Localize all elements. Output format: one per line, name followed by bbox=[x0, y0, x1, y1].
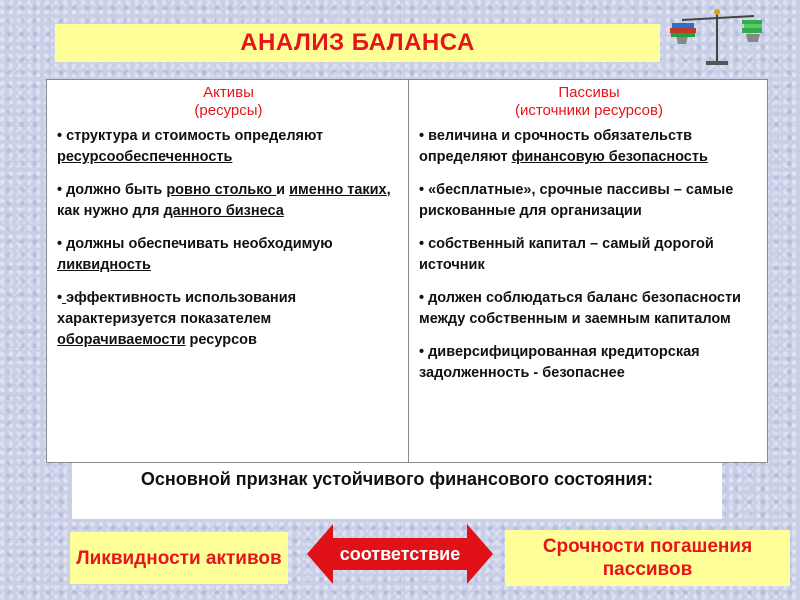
page-title: АНАЛИЗ БАЛАНСА bbox=[240, 29, 475, 56]
underlined-term: ресурсообеспеченность bbox=[57, 149, 233, 165]
underlined-term: ликвидность bbox=[57, 257, 151, 273]
list-item: • должно быть ровно столько и именно так… bbox=[57, 182, 391, 219]
assets-heading: Активы (ресурсы) bbox=[57, 84, 400, 120]
liabilities-column: Пассивы (источники ресурсов) • величина … bbox=[409, 80, 767, 462]
liabilities-subtitle: (источники ресурсов) bbox=[514, 102, 663, 119]
underlined-term bbox=[62, 290, 66, 306]
balance-table: Активы (ресурсы) • структура и стоимость… bbox=[46, 79, 768, 463]
assets-subtitle: (ресурсы) bbox=[194, 102, 263, 119]
title-banner: АНАЛИЗ БАЛАНСА bbox=[55, 24, 660, 62]
double-arrow-icon bbox=[307, 524, 493, 584]
liability-maturity-box: Срочности погашения пассивов bbox=[505, 530, 790, 586]
assets-list: • структура и стоимость определяют ресур… bbox=[57, 126, 400, 351]
scales-icon bbox=[670, 9, 762, 65]
liabilities-heading: Пассивы (источники ресурсов) bbox=[419, 84, 759, 120]
asset-liquidity-label: Ликвидности активов bbox=[76, 547, 282, 569]
underlined-term: финансовую безопасность bbox=[511, 149, 708, 165]
underlined-term: данного бизнеса bbox=[163, 203, 284, 219]
liabilities-title: Пассивы bbox=[558, 84, 620, 101]
list-item: • «бесплатные», срочные пассивы – самые … bbox=[419, 182, 734, 219]
list-item: • эффективность использования характериз… bbox=[57, 290, 297, 348]
list-item: • должен соблюдаться баланс безопасности… bbox=[419, 290, 741, 327]
liability-maturity-label: Срочности погашения пассивов bbox=[542, 536, 753, 580]
main-criterion-text: Основной признак устойчивого финансового… bbox=[72, 463, 722, 519]
assets-column: Активы (ресурсы) • структура и стоимость… bbox=[47, 80, 409, 462]
asset-liquidity-box: Ликвидности активов bbox=[70, 532, 288, 584]
list-item: • диверсифицированная кредиторская задол… bbox=[419, 344, 700, 381]
underlined-term: оборачиваемости bbox=[57, 332, 186, 348]
list-item: • собственный капитал – самый дорогой ис… bbox=[419, 236, 714, 273]
list-item: • должны обеспечивать необходимую ликвид… bbox=[57, 236, 333, 273]
list-item: • величина и срочность обязательств опре… bbox=[419, 128, 708, 165]
assets-title: Активы bbox=[203, 84, 254, 101]
underlined-term: ровно столько bbox=[166, 182, 277, 198]
liabilities-list: • величина и срочность обязательств опре… bbox=[419, 126, 759, 384]
underlined-term: именно таких bbox=[289, 182, 387, 198]
list-item: • структура и стоимость определяют ресур… bbox=[57, 128, 324, 165]
correspondence-label: соответствие bbox=[339, 543, 461, 564]
